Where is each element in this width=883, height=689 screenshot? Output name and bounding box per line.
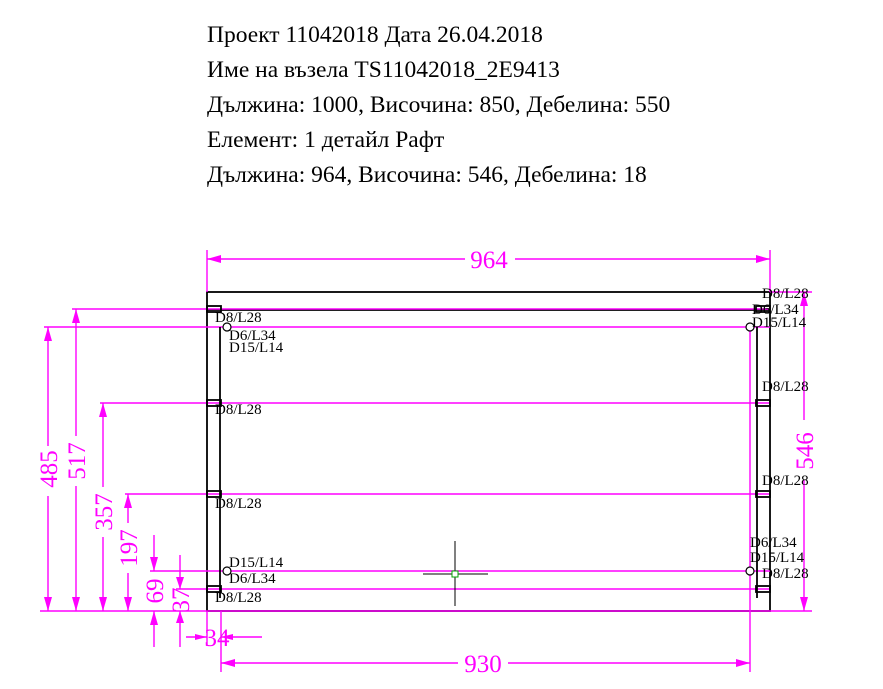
dim-left-357: 357 <box>91 403 118 611</box>
label-right-mid1-d8: D8/L28 <box>762 379 809 395</box>
assembly-name-line: Име на възела TS11042018_2E9413 <box>207 57 560 83</box>
hole-marker-left-mid2 <box>206 490 222 498</box>
element-dimensions-line: Дължина: 964, Височина: 546, Дебелина: 1… <box>207 162 647 188</box>
dim-top-arrow-right <box>756 255 770 263</box>
label-right-bottom-d15: D15/L14 <box>750 550 805 566</box>
label-left-bottom-d6: D6/L34 <box>229 571 276 587</box>
hole-circle-right-top <box>745 322 755 332</box>
dim-left-485: 485 <box>36 327 63 611</box>
dim-69-arrow-top <box>150 557 158 571</box>
dim-485-value: 485 <box>36 450 63 488</box>
dim-small-arrow-left <box>195 634 207 640</box>
label-left-mid1-d8: D8/L28 <box>215 402 262 418</box>
dim-bottom-arrow-left <box>221 659 235 667</box>
dim-485-arrow-bottom <box>44 597 52 611</box>
dim-small: 34 <box>186 611 262 652</box>
dim-37-arrow-bottom <box>176 611 184 623</box>
label-left-top-d8: D8/L28 <box>215 310 262 326</box>
dim-37-value: 37 <box>168 588 195 613</box>
circle-holes <box>222 322 755 576</box>
shelf-outer-rect <box>206 291 771 612</box>
crosshair-pickbox <box>451 570 459 578</box>
dim-517-arrow-top <box>72 309 80 323</box>
dim-top: 964 <box>206 247 771 292</box>
hole-marker-right-mid1 <box>755 399 771 407</box>
dim-left-517: 517 <box>64 309 91 611</box>
crosshair-cursor[interactable] <box>423 541 488 606</box>
label-left-top-d15: D15/L14 <box>229 340 284 356</box>
hole-circle-left-bottom <box>222 566 232 576</box>
dim-357-arrow-bottom <box>99 597 107 611</box>
label-left-mid2-d8: D8/L28 <box>215 496 262 512</box>
hole-circle-left-top <box>222 322 232 332</box>
hole-marker-left-top <box>206 305 222 313</box>
dim-top-arrow-left <box>207 255 221 263</box>
label-right-mid2-d8: D8/L28 <box>762 473 809 489</box>
dim-bottom-arrow-right <box>736 659 750 667</box>
right-hole-labels: D8/L28 D6/L34 D15/L14 D8/L28 D8/L28 D6/L… <box>750 286 809 582</box>
dim-197-arrow-bottom <box>124 597 132 611</box>
dim-small-value: 34 <box>205 625 231 652</box>
dim-right-arrow-bottom <box>800 597 808 611</box>
left-hole-labels: D8/L28 D6/L34 D15/L14 D8/L28 D8/L28 D15/… <box>215 310 284 606</box>
label-left-bottom-d15: D15/L14 <box>229 555 284 571</box>
project-line: Проект 11042018 Дата 26.04.2018 <box>207 22 543 48</box>
dim-top-value: 964 <box>470 247 508 274</box>
label-right-top-d8: D8/L28 <box>762 286 809 302</box>
dim-small-arrow-right <box>221 634 233 640</box>
dim-69-arrow-bottom <box>150 611 158 625</box>
dim-bottom-value: 930 <box>464 651 502 678</box>
dim-right-value: 546 <box>792 432 819 470</box>
dim-357-value: 357 <box>91 493 118 531</box>
dim-69-value: 69 <box>142 579 169 604</box>
dim-517-arrow-bottom <box>72 597 80 611</box>
label-left-top-d6: D6/L34 <box>229 328 276 344</box>
dim-37-arrow-top <box>176 577 184 589</box>
label-right-bottom-d6: D6/L34 <box>750 535 797 551</box>
hole-circle-right-bottom <box>745 566 755 576</box>
label-right-top-d6: D6/L34 <box>752 302 799 318</box>
reference-lines <box>40 308 770 612</box>
dim-197-arrow-top <box>124 494 132 508</box>
dim-197-value: 197 <box>116 529 143 567</box>
hole-marker-right-bottom <box>755 585 771 593</box>
hole-marker-right-mid2 <box>755 490 771 498</box>
hole-marker-left-bottom <box>206 585 222 593</box>
label-left-bottom-d8: D8/L28 <box>215 590 262 606</box>
dim-left-69: 69 <box>142 535 169 647</box>
header-block: Проект 11042018 Дата 26.04.2018 Име на в… <box>207 18 670 193</box>
dim-bottom: 930 <box>220 327 751 678</box>
dim-357-arrow-top <box>99 403 107 417</box>
element-line: Елемент: 1 детайл Рафт <box>207 127 445 153</box>
label-right-bottom-d8: D8/L28 <box>762 566 809 582</box>
dim-left-197: 197 <box>116 494 143 611</box>
dim-left-37: 37 <box>168 555 195 647</box>
dim-485-arrow-top <box>44 327 52 341</box>
assembly-dimensions-line: Дължина: 1000, Височина: 850, Дебелина: … <box>207 92 671 118</box>
hole-markers <box>206 305 771 598</box>
dim-right: 546 <box>770 291 819 612</box>
hole-marker-left-mid1 <box>206 399 222 407</box>
dim-517-value: 517 <box>64 442 91 480</box>
dim-right-arrow-top <box>800 292 808 306</box>
hole-marker-right-top <box>755 305 771 313</box>
shelf-outline <box>206 291 771 612</box>
label-right-top-d15: D15/L14 <box>752 315 807 331</box>
